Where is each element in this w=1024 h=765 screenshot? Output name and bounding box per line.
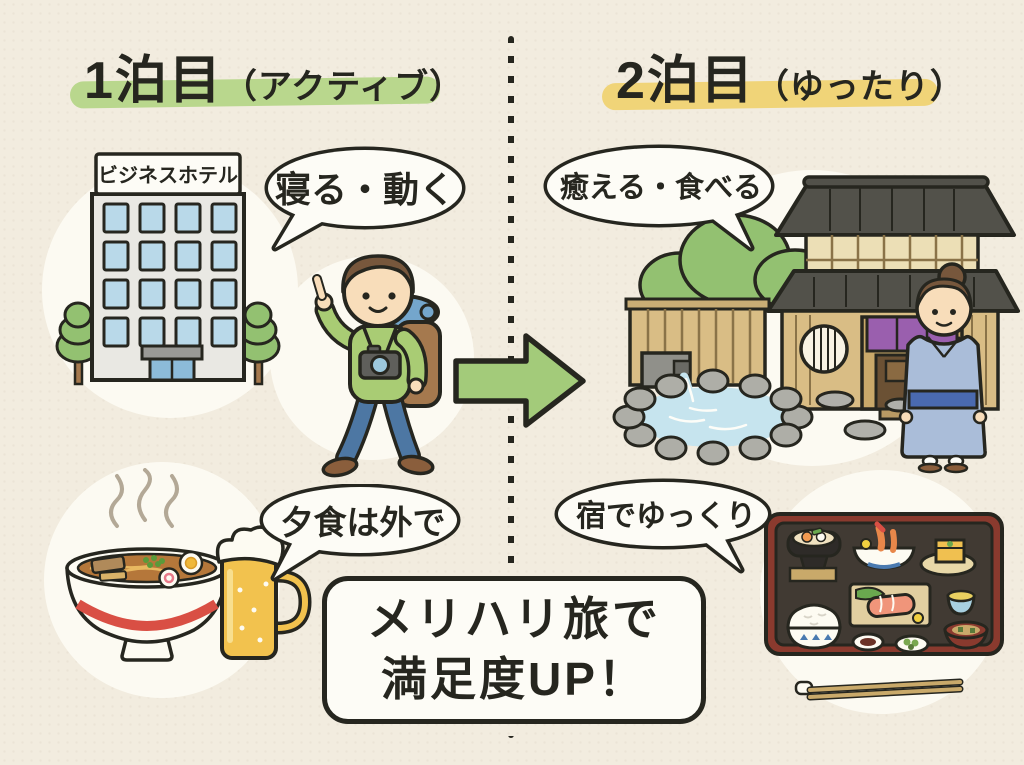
traveler-head [341,254,415,328]
tree-icon [55,301,101,386]
nabe-hot-pot [786,527,842,583]
right-title-main: 2泊目 [616,52,755,110]
stepping-stones [815,390,916,441]
speech-bubble-sleep-move: 寝る・動く [263,146,467,256]
rice-bowl [786,603,842,650]
left-title-main: 1泊目 [84,52,223,110]
right-title: 2泊目 （ゆったり） [616,38,965,113]
bubble-text: 癒える・食べる [559,172,763,204]
round-window-icon [813,326,836,372]
speech-bubble-dinner-out: 夕食は外で [258,484,468,588]
tofu-dish [919,538,977,577]
bubble-text: 寝る・動く [274,169,455,210]
camera-icon [358,327,402,380]
ramen-beer-icon [65,468,312,662]
business-hotel-icon: ビジネスホテル [55,152,281,386]
bubble-shape [259,484,461,582]
water-ripples [668,406,748,431]
speech-bubble-relax-inn: 宿でゆっくり [553,478,779,582]
ryokan-onsen-scene [612,175,1020,474]
bubble-text: 宿でゆっくり [576,500,756,533]
bubble-shape [264,146,466,252]
miso-soup-bowl [943,620,989,650]
onsen-rocks [612,368,814,466]
meal-tray-icon [764,512,1004,701]
bubble-text: 夕食は外で [280,504,446,541]
right-title-sub: （ゆったり） [754,68,965,106]
pickles-dish [894,634,930,654]
left-title-sub: （アクティブ） [222,68,465,106]
beer-mug-icon [215,525,312,660]
footer-line1: メリハリ旅で [367,593,661,646]
onsen-pool-icon [612,351,814,466]
soy-sauce-dish [851,632,885,652]
hotel-entrance [140,344,204,382]
ramen-bowl-icon [65,547,229,662]
traveler-legs [321,387,435,478]
footer-message-box: メリハリ旅で 満足度UP！ [322,576,706,724]
left-title: 1泊目 （アクティブ） [84,38,464,113]
hotel-building: ビジネスホテル [90,152,246,382]
grilled-fish-plate [848,582,932,628]
hotel-windows [102,202,238,348]
kimono-woman-icon [898,262,988,474]
traveler-backpacker-icon [312,254,442,478]
right-arrow-icon [453,333,586,428]
steam-icon [109,468,179,528]
bubble-shape [543,144,775,252]
tea-cup [946,589,976,616]
tree-icon [235,301,281,386]
speech-bubble-heal-eat: 癒える・食べる [543,144,779,256]
hotel-sign-text: ビジネスホテル [98,164,238,187]
hotel-sign: ビジネスホテル [94,152,242,196]
bubble-shape [554,478,772,574]
footer-line2: 満足度UP！ [381,653,647,705]
tempura-bowl [852,521,916,570]
chopsticks-icon [794,678,964,701]
